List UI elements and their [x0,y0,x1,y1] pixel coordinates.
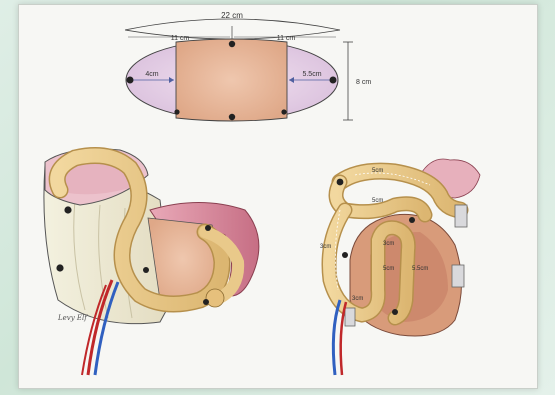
marker-dot [281,109,286,114]
clamp-icon [452,265,464,287]
marker-dot [203,299,209,305]
clamp-icon [345,308,355,326]
total-width-label: 22 cm [221,11,243,20]
marker-dot [392,309,398,315]
marker-dot [229,114,235,120]
marker-dot [409,217,415,223]
right-construct: 5cm 5cm 3cm 3cm 5cm 5.5cm 3cm [320,159,480,375]
length-label: 3cm [383,241,394,247]
marker-dot [174,109,179,114]
length-label: 5cm [383,266,394,272]
marker-dot [56,264,63,271]
marker-dot [205,225,211,231]
left-inset-label: 4cm [145,71,158,78]
flap-diagram: 22 cm 11 cm 11 cm 4cm 5.5cm 8 cm [125,11,371,121]
clamp-icon [455,205,467,227]
marker-dot [64,206,71,213]
marker-dot [330,77,337,84]
marker-dot [127,77,134,84]
length-label: 5cm [372,198,383,204]
left-construct: Levy Elf [44,149,259,375]
artist-signature: Levy Elf [57,314,88,322]
marker-dot [143,267,149,273]
length-label: 3cm [320,244,331,250]
length-label: 5cm [372,168,383,174]
marker-dot [229,41,235,47]
right-inset-label: 5.5cm [302,71,321,78]
marker-dot [342,252,348,258]
height-label: 8 cm [356,79,371,86]
length-label: 5.5cm [412,266,428,272]
total-width-arc [125,19,340,30]
length-label: 3cm [352,296,363,302]
flap-center [176,39,287,121]
marker-dot [337,179,344,186]
